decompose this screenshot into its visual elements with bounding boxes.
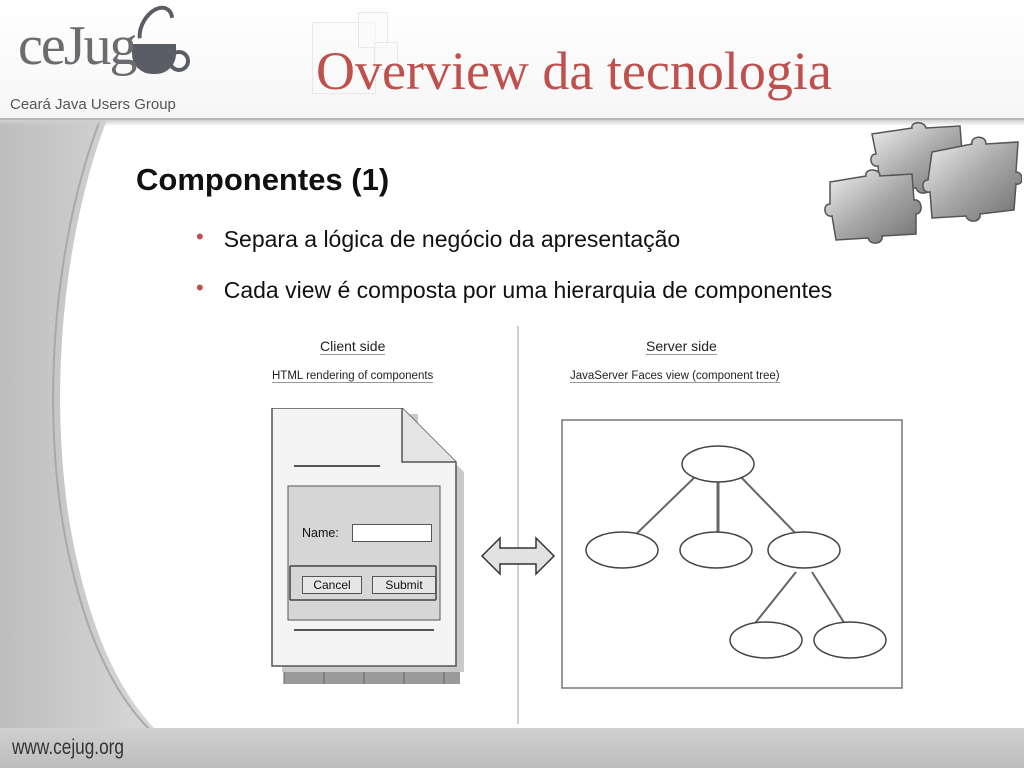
separator-line: [517, 326, 519, 724]
tree-node: [813, 621, 887, 659]
bullet-item: • Cada view é composta por uma hierarquia…: [196, 275, 833, 304]
tree-node: [729, 621, 803, 659]
header-shadow: [0, 120, 1024, 126]
html-document-icon: [271, 408, 464, 684]
name-label: Name:: [302, 526, 339, 540]
left-curve-decoration: [0, 118, 163, 733]
double-arrow-icon: [480, 536, 556, 576]
tree-node: [679, 531, 753, 569]
tree-node: [767, 531, 841, 569]
tree-node: [585, 531, 659, 569]
server-side-title: Server side: [646, 338, 717, 355]
jsf-architecture-diagram: Client side HTML rendering of components…: [262, 322, 912, 726]
cancel-button[interactable]: Cancel: [302, 576, 362, 594]
bullet-dot-icon: •: [196, 275, 204, 300]
bullet-text: Cada view é composta por uma hierarquia …: [223, 277, 833, 303]
name-input[interactable]: [352, 524, 432, 542]
bullet-item: • Separa a lógica de negócio da apresenta…: [196, 224, 681, 253]
logo-wordmark: ceJug: [18, 15, 138, 77]
puzzle-pieces-icon: [824, 122, 1022, 244]
server-side-subtitle: JavaServer Faces view (component tree): [570, 370, 780, 383]
bullet-text: Separa a lógica de negócio da apresentaç…: [223, 226, 681, 252]
tree-node: [681, 445, 755, 483]
logo-subtitle: Ceará Java Users Group: [10, 96, 176, 113]
footer-url: www.cejug.org: [12, 736, 124, 759]
decorative-square: [374, 42, 398, 70]
footer-band: [0, 728, 1024, 768]
section-heading: Componentes (1): [136, 162, 390, 197]
client-side-title: Client side: [320, 338, 386, 355]
slide-title: Overview da tecnologia: [316, 41, 832, 101]
component-tree: [561, 419, 903, 689]
cup-handle-icon: [168, 50, 190, 72]
bullet-dot-icon: •: [196, 224, 204, 249]
submit-button[interactable]: Submit: [372, 576, 436, 594]
client-side-subtitle: HTML rendering of components: [272, 370, 434, 383]
